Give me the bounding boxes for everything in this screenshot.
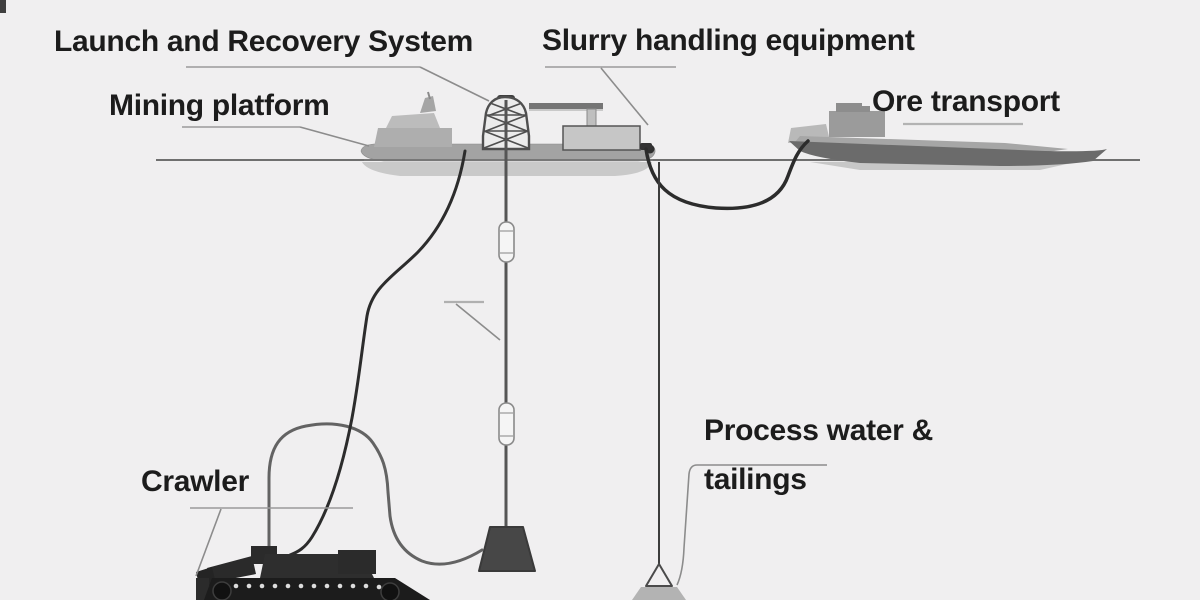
tailings-diffuser [632,587,686,600]
crawler-track-rollers [233,583,382,590]
ore-bridge [829,111,885,137]
annotation-lines [182,66,1023,586]
crawler-boom-arm [207,556,256,582]
diffuser-cap [645,563,673,587]
hose-connector-block [640,143,652,150]
ore-bridge-top [836,103,862,112]
platform-bridge [374,128,452,147]
label-launch-recovery-system: Launch and Recovery System [54,25,474,58]
slurry-leader-line [600,67,649,126]
riser-leader-line [455,303,501,341]
buoyancy-module-upper [498,221,515,263]
crawler-track-wheel [380,582,400,600]
label-process-water-line2: tailings [704,463,807,496]
mining-platform-leader-line [299,126,370,147]
umbilical-cable [288,149,467,557]
buoyancy-module-lower [498,402,515,446]
gantry-roof [529,103,603,109]
label-ore-transport: Ore transport [872,85,1060,118]
ore-transfer-hose [644,139,810,211]
lars-leader-line [419,66,490,102]
label-slurry-handling: Slurry handling equipment [542,24,915,57]
mining-platform-vessel [360,91,656,176]
clump-weight [478,526,536,572]
crawler-track-wheel [212,581,232,600]
process-water-tailings-return [632,162,686,600]
label-process-water-line1: Process water & [704,414,933,447]
crawler-rear-module [338,550,376,574]
platform-antenna [427,91,431,100]
label-mining-platform: Mining platform [109,89,330,122]
frame-corner-mark [0,0,6,13]
crawler-vehicle [196,546,430,600]
platform-mast [420,96,436,113]
gantry-roof-underside [529,109,603,111]
process-water-leader-line [676,464,827,586]
slurry-handling-equipment-box [562,125,641,151]
ore-bridge-wing [858,106,870,112]
label-crawler: Crawler [141,465,249,498]
platform-bridge-upper [386,113,440,128]
riser-string [478,100,536,572]
crawler-leader-line [195,508,222,577]
crawler-track [204,578,430,600]
crawler-front-post [196,578,209,600]
ore-transport-vessel [788,103,1107,170]
ore-hull [789,141,1107,166]
jumper-hose [267,422,484,566]
